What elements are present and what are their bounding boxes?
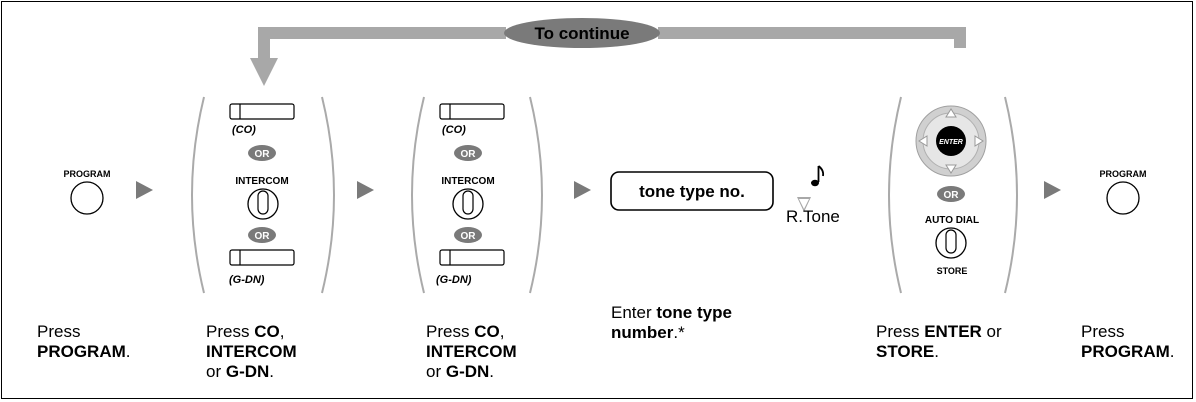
store-label: STORE <box>937 266 968 276</box>
auto-dial-label: AUTO DIAL <box>925 215 979 226</box>
continue-label: To continue <box>534 24 629 43</box>
continue-loop-line <box>250 27 966 86</box>
auto-dial-store-button[interactable] <box>935 227 967 259</box>
left-parenthesis-icon <box>888 96 902 294</box>
gdn-button[interactable] <box>439 249 505 266</box>
enter-key-label: ENTER <box>939 139 963 146</box>
gdn-button[interactable] <box>229 249 295 266</box>
left-parenthesis-icon <box>411 96 425 294</box>
up-arrow-icon <box>945 108 957 118</box>
co-button[interactable] <box>229 103 295 120</box>
co-button[interactable] <box>439 103 505 120</box>
caption-step2: Press CO, INTERCOM or G-DN. <box>206 322 297 381</box>
or-badge: OR <box>454 145 482 161</box>
svg-text:OR: OR <box>461 231 477 242</box>
svg-text:OR: OR <box>944 190 960 201</box>
intercom-label: INTERCOM <box>441 176 494 187</box>
caption-step3: Press CO, INTERCOM or G-DN. <box>426 322 517 381</box>
or-badge: OR <box>454 227 482 243</box>
program-label: PROGRAM <box>64 169 111 179</box>
step3-options: (CO) OR INTERCOM OR (G-DN) <box>411 96 543 294</box>
down-arrow-icon <box>250 58 278 86</box>
caption-step4: Enter tone type number.* <box>611 303 732 342</box>
right-parenthesis-icon <box>321 96 335 294</box>
svg-text:OR: OR <box>461 149 477 160</box>
continue-badge: To continue <box>504 18 660 48</box>
svg-text:OR: OR <box>255 231 271 242</box>
caption-step6: Press PROGRAM. <box>1081 322 1175 361</box>
or-badge: OR <box>248 227 276 243</box>
navigator-key[interactable]: ENTER <box>915 105 987 177</box>
program-key-icon <box>1106 181 1140 215</box>
intercom-label: INTERCOM <box>235 176 288 187</box>
step2-options: (CO) OR INTERCOM OR (G-DN) <box>191 96 335 294</box>
intercom-button[interactable] <box>247 188 279 220</box>
step-arrow-icon <box>357 181 374 199</box>
or-badge: OR <box>248 145 276 161</box>
gdn-label: (G-DN) <box>436 274 472 286</box>
caption-step5: Press ENTER or STORE. <box>876 322 1002 361</box>
caption-step1: Press PROGRAM. <box>37 322 131 361</box>
left-arrow-icon <box>918 135 928 147</box>
tone-type-label: tone type no. <box>639 182 745 201</box>
step5-options: ENTER OR AUTO DIAL STORE <box>888 96 1018 294</box>
program-key-icon <box>70 181 104 215</box>
right-parenthesis-icon <box>529 96 543 294</box>
tone-type-input-box[interactable]: tone type no. <box>610 171 774 211</box>
step-arrow-icon <box>1044 181 1061 199</box>
program-button-end[interactable]: PROGRAM <box>1100 169 1147 215</box>
step-arrow-icon <box>574 181 591 199</box>
left-parenthesis-icon <box>191 96 205 294</box>
ring-tone-icon <box>797 165 825 212</box>
program-button-start[interactable]: PROGRAM <box>64 169 111 215</box>
right-arrow-icon <box>974 135 984 147</box>
right-parenthesis-icon <box>1004 96 1018 294</box>
down-arrow-icon <box>945 164 957 174</box>
co-label: (CO) <box>442 124 466 136</box>
or-badge: OR <box>937 186 965 202</box>
r-tone-label: R.Tone <box>786 207 840 226</box>
step-arrow-icon <box>136 181 153 199</box>
svg-text:OR: OR <box>255 149 271 160</box>
gdn-label: (G-DN) <box>229 274 265 286</box>
co-label: (CO) <box>232 124 256 136</box>
intercom-button[interactable] <box>452 188 484 220</box>
enter-key[interactable] <box>936 126 966 156</box>
program-label: PROGRAM <box>1100 169 1147 179</box>
